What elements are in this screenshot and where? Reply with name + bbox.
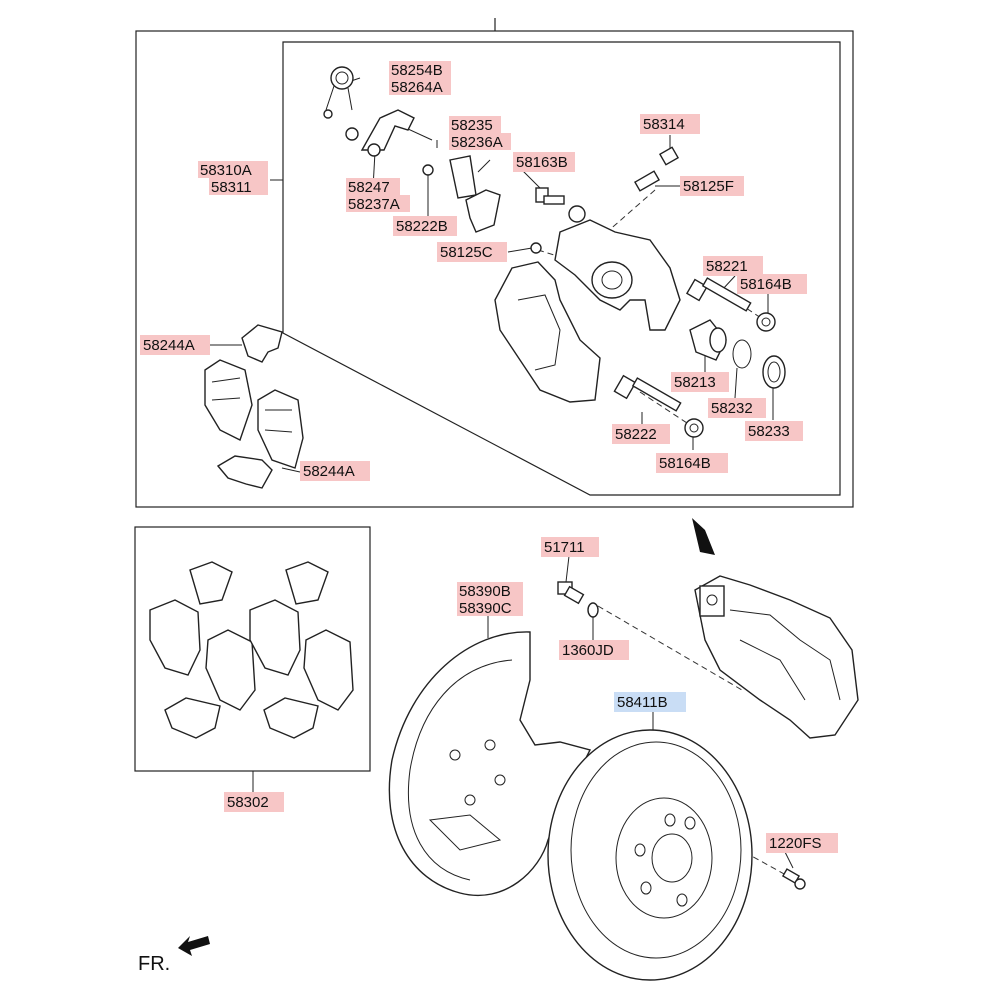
caliper-subassembly-frame	[282, 41, 841, 496]
washer-part	[422, 164, 434, 176]
label-58222b[interactable]: 58222B	[396, 218, 448, 235]
label-1360jd[interactable]: 1360JD	[562, 642, 614, 659]
guide-bracket-part	[360, 109, 415, 157]
shim-upper-part	[241, 324, 283, 363]
pad-spring-part	[449, 155, 501, 233]
boot-upper-part	[756, 312, 776, 332]
label-58125f[interactable]: 58125F	[683, 178, 734, 195]
label-58411b[interactable]: 58411B	[617, 694, 668, 711]
front-direction-label: FR.	[138, 953, 170, 975]
washer-1360jd-part	[587, 602, 599, 618]
label-58221[interactable]: 58221	[706, 258, 748, 275]
cap-part	[530, 242, 542, 254]
label-58244a-top[interactable]: 58244A	[143, 337, 195, 354]
bolt-51711-part	[557, 581, 585, 605]
shim-lower-part	[216, 455, 273, 489]
label-58390b[interactable]: 58390B	[459, 583, 511, 600]
label-58222[interactable]: 58222	[615, 426, 657, 443]
label-58311[interactable]: 58311	[211, 179, 252, 196]
label-58310a[interactable]: 58310A	[200, 162, 252, 179]
piston-part	[689, 319, 727, 361]
disc-rotor-part	[547, 729, 753, 981]
pad-kit-part	[149, 561, 354, 739]
label-51711[interactable]: 51711	[544, 539, 585, 556]
label-58125c[interactable]: 58125C	[440, 244, 493, 261]
label-58233[interactable]: 58233	[748, 423, 790, 440]
label-58232[interactable]: 58232	[711, 400, 753, 417]
label-58390c[interactable]: 58390C	[459, 600, 512, 617]
screw-1220fs-part	[781, 868, 806, 890]
label-58314[interactable]: 58314	[643, 116, 685, 133]
label-58264a[interactable]: 58264A	[391, 79, 443, 96]
guide-pin-lower-part	[613, 374, 682, 412]
caliper-assembly-frame	[135, 30, 854, 508]
caliper-body-part	[554, 205, 681, 331]
assembled-caliper-part	[694, 575, 859, 739]
label-58237a[interactable]: 58237A	[348, 196, 400, 213]
label-58164b-bottom[interactable]: 58164B	[659, 455, 711, 472]
guide-pin-upper-part	[685, 277, 752, 312]
dust-shield-part	[388, 631, 592, 897]
label-58244a-bottom[interactable]: 58244A	[303, 463, 355, 480]
bolt-part	[535, 187, 565, 205]
brake-pads-part	[204, 359, 304, 469]
label-58213[interactable]: 58213	[674, 374, 716, 391]
label-58254b[interactable]: 58254B	[391, 62, 443, 79]
caliper-bracket-part	[494, 261, 601, 403]
direction-arrow-icon	[692, 518, 715, 555]
label-58302[interactable]: 58302	[227, 794, 269, 811]
label-58247[interactable]: 58247	[348, 179, 390, 196]
label-58164b-top[interactable]: 58164B	[740, 276, 792, 293]
boot-lower-part	[684, 418, 704, 438]
label-58235[interactable]: 58235	[451, 117, 493, 134]
part-labels: 58254B 58264A 58235 58236A 58314 58163B …	[143, 62, 822, 852]
label-58236a[interactable]: 58236A	[451, 134, 503, 151]
piston-seal-part	[732, 339, 752, 369]
bleeder-part	[634, 146, 680, 192]
piston-boot-part	[762, 355, 786, 389]
front-arrow-icon	[178, 936, 210, 956]
label-1220fs[interactable]: 1220FS	[769, 835, 822, 852]
label-boxes	[140, 61, 838, 853]
label-58163b[interactable]: 58163B	[516, 154, 568, 171]
spring-clip-part	[323, 66, 359, 141]
